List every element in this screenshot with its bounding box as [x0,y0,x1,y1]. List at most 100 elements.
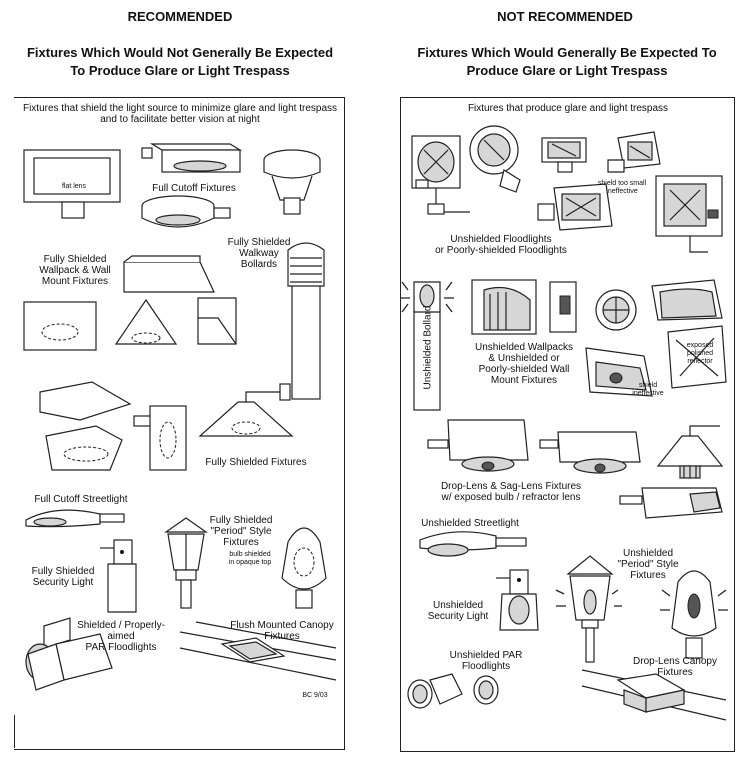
shield-too-small-line2: ineffective [606,188,638,195]
droplens-line2: w/ exposed bulb / refractor lens [441,492,581,503]
droplens-line1: Drop-Lens & Sag-Lens Fixtures [440,481,582,492]
wallpack-label: Fully Shielded Wallpack & Wall Mount Fix… [30,254,120,287]
fully-shielded-shoebox-icon [39,381,132,471]
security-line2: Security Light [32,577,94,588]
flush-canopy-label: Flush Mounted Canopy Fixtures [226,620,338,642]
walkway-bollards-line3: Bollards [240,259,278,270]
credit-label: BC 9/03 [302,692,328,699]
period-line2: "Period" Style [210,526,272,537]
shield-line2: ineffective [632,390,664,397]
unshielded-security-line2: Security Light [427,611,489,622]
security-line1: Fully Shielded [31,566,95,577]
unshielded-period-lantern-icon [555,555,622,663]
unshielded-security-light-icon [496,569,539,631]
floodlights-label: Unshielded Floodlights or Poorly-shielde… [416,234,586,256]
period-line3: Fixtures [223,537,259,548]
full-cutoff-streetlight-label: Full Cutoff Streetlight [34,494,128,505]
fully-shielded-label: Fully Shielded Fixtures [205,457,307,468]
walkway-bollards-label: Fully Shielded Walkway Bollards [224,237,294,270]
period-style-label: Fully Shielded "Period" Style Fixtures [206,515,276,548]
unshielded-wallpack-icon [471,279,537,335]
recommended-subheading-line2: To Produce Glare or Light Trespass [70,63,290,78]
drop-lens-canopy-icon [581,669,727,721]
panel-title-line2: and to facilitate better vision at night [100,114,260,125]
round-bulkhead-icon [595,289,637,331]
security-light-label: Fully Shielded Security Light [26,566,100,588]
bulb-shielded-line2: in opaque top [228,559,272,566]
period-line1: Fully Shielded [209,515,273,526]
unshielded-period-line3: Fixtures [630,570,666,581]
full-cutoff-streetlight-icon [25,509,125,528]
recommended-panel-left-edge [14,715,15,748]
wallpacks-line3: Poorly-shielded Wall [478,364,570,375]
unshielded-period-line2: "Period" Style [617,559,679,570]
not-recommended-subheading: Fixtures Which Would Generally Be Expect… [395,44,739,80]
unshielded-period-line1: Unshielded [622,548,674,559]
canopy-line1: Flush Mounted Canopy [230,620,334,631]
unshielded-bollard-label: Unshielded Bollard [422,305,434,390]
recommended-heading: RECOMMENDED [127,9,233,24]
floodlight-icon-6 [655,175,723,253]
right-panel-title: Fixtures that produce glare and light tr… [467,103,669,114]
unshielded-par-label: Unshielded PAR Floodlights [436,650,536,672]
shielded-wall-mount-icons [23,297,237,351]
not-recommended-subheading-line2: Produce Glare or Light Trespass [466,63,668,78]
gooseneck-shade-icon [198,383,294,437]
panel-title-line1: Fixtures that shield the light source to… [22,103,338,114]
exposed-line2: polished [686,350,714,357]
floodlight-icon-3 [541,137,587,173]
disc-cutoff-fixture-icon [141,195,231,228]
walkway-bollard-icon [287,242,325,400]
floodlight-icon-2 [469,125,521,193]
gooseneck-exposed-bulb-icon [656,425,724,479]
shielded-period-lantern-icon [164,517,208,609]
shield-ineffective-note: shield ineffective [628,382,668,398]
cylinder-wall-mount-icon [133,405,187,471]
bulb-shielded-line1: bulb shielded [229,551,271,558]
floodlights-line2: or Poorly-shielded Floodlights [435,245,567,256]
shielded-wallpack-icon [123,255,215,293]
wallpacks-label: Unshielded Wallpacks & Unshielded or Poo… [464,342,584,386]
not-recommended-heading: NOT RECOMMENDED [497,9,633,24]
exposed-reflector-note: exposed polished reflector [680,342,720,366]
refractor-shoebox-icon [619,487,723,519]
drop-lens-canopy-label: Drop-Lens Canopy Fixtures [620,656,730,678]
drop-lens-fixture-icon-1 [427,419,529,472]
shielded-security-light-icon [100,539,137,613]
floodlight-icon-4 [607,131,661,173]
canopy-line2: Fixtures [264,631,300,642]
unshielded-security-line1: Unshielded [432,600,484,611]
recommended-subheading: Fixtures Which Would Not Generally Be Ex… [0,44,360,80]
canopy-r-line1: Drop-Lens Canopy [633,656,717,667]
exposed-line3: reflector [687,358,713,365]
shield-line1: shield [638,382,658,389]
canopy-r-line2: Fixtures [657,667,693,678]
unshielded-bollard-icon [400,281,454,411]
bulb-shielded-note: bulb shielded in opaque top [222,551,278,567]
flat-lens-fixture-icon [23,149,121,219]
exposed-line1: exposed [686,342,714,349]
full-cutoff-label: Full Cutoff Fixtures [152,183,236,194]
drop-lens-label: Drop-Lens & Sag-Lens Fixtures w/ exposed… [418,481,604,503]
wallpacks-line1: Unshielded Wallpacks [474,342,573,353]
unshielded-par-line2: Floodlights [461,661,511,672]
floodlights-line1: Unshielded Floodlights [450,234,552,245]
flat-lens-label: flat lens [61,183,87,190]
wall-pack-ineffective-shield-icon [585,347,653,397]
unshielded-par-floodlights-icon [407,673,499,709]
shield-too-small-line1: shield too small [597,180,647,187]
exposed-reflector-fixture-icon [667,325,727,389]
shielded-par-floodlights-icon [25,617,113,691]
round-cutoff-fixture-icon [263,149,321,215]
wallpack-line3: Mount Fixtures [41,276,109,287]
floodlight-icon-5 [537,183,613,231]
wallpacks-line4: Mount Fixtures [490,375,558,386]
recommended-subheading-line1: Fixtures Which Would Not Generally Be Ex… [26,45,334,60]
unshielded-streetlight-icon [419,531,527,557]
unshielded-streetlight-label: Unshielded Streetlight [421,518,519,529]
shield-too-small-note: shield too small ineffective [592,180,652,196]
wallpack-line1: Fully Shielded [43,254,107,265]
wallpacks-line2: & Unshielded or [488,353,560,364]
